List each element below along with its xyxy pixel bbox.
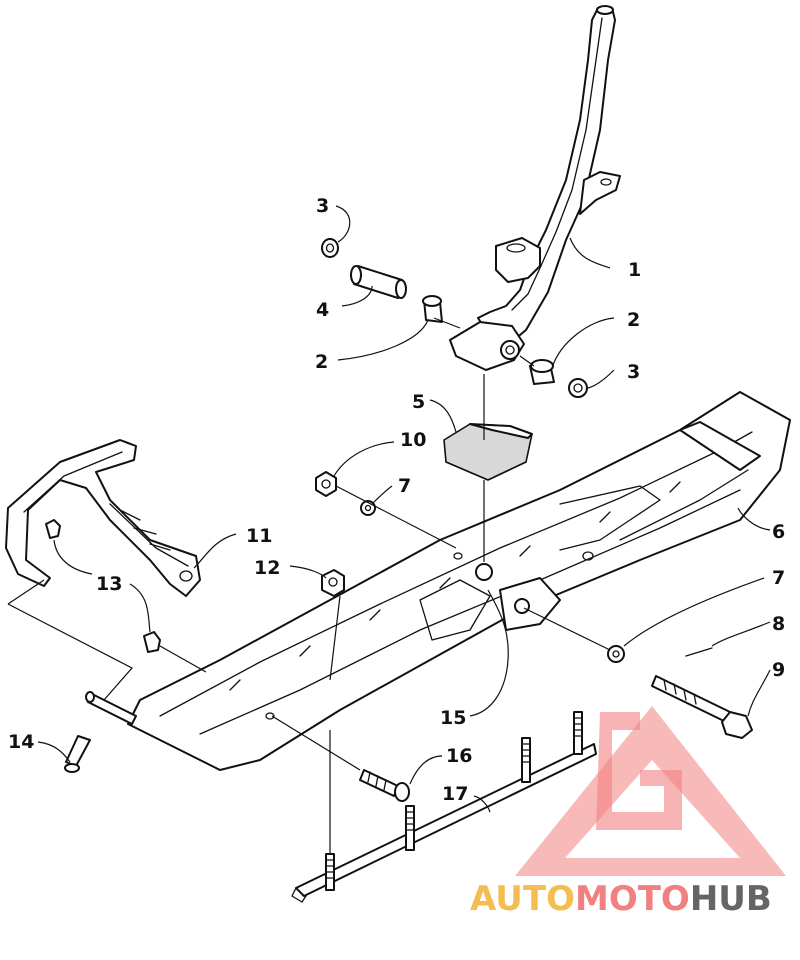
- part-bolt-9: [651, 675, 753, 739]
- watermark-text-hub: HUB: [690, 879, 772, 919]
- watermark-g-shape: [596, 712, 682, 830]
- callout-7-right: 7: [772, 567, 785, 589]
- leader-lines: [7, 205, 771, 854]
- part-wear-bar: [291, 711, 597, 903]
- part-washer-right: [568, 378, 588, 398]
- callout-2-left: 2: [315, 351, 328, 373]
- part-bushing-left: [422, 295, 443, 323]
- callout-6: 6: [772, 521, 785, 543]
- part-front-bolt: [85, 691, 137, 725]
- callout-12: 12: [254, 557, 280, 579]
- callout-2-right: 2: [627, 309, 640, 331]
- callout-14: 14: [8, 731, 34, 753]
- callout-10: 10: [400, 429, 426, 451]
- part-shaft: [350, 265, 407, 299]
- callout-7-left: 7: [398, 475, 411, 497]
- callout-17: 17: [442, 783, 468, 805]
- callout-9: 9: [772, 659, 785, 681]
- part-bumper: [443, 423, 533, 481]
- watermark-logo: [515, 706, 786, 876]
- part-spindle: [449, 5, 621, 371]
- callout-15: 15: [440, 707, 466, 729]
- part-bolt-14: [64, 735, 91, 773]
- callout-5: 5: [412, 391, 425, 413]
- part-nut-13a: [45, 519, 61, 539]
- watermark-text-moto: MOTO: [575, 879, 690, 919]
- callout-8: 8: [772, 613, 785, 635]
- callout-labels: 1 2 2 3 3 4 5 6 7 7 8 9 10 11 12 13 14 1…: [8, 195, 785, 805]
- callout-11: 11: [246, 525, 272, 547]
- part-washer-7b: [607, 645, 625, 663]
- part-nut-10: [315, 471, 337, 497]
- part-pin-8: [685, 647, 713, 657]
- part-bolt-16: [359, 769, 410, 802]
- callout-4: 4: [316, 299, 329, 321]
- watermark-text-auto: AUTO: [470, 879, 575, 919]
- watermark-triangle-inner: [565, 760, 740, 858]
- part-bushing-right: [529, 359, 555, 385]
- callout-16: 16: [446, 745, 472, 767]
- callout-3-left: 3: [316, 195, 329, 217]
- callout-3-right: 3: [627, 361, 640, 383]
- part-washer-left: [321, 238, 339, 258]
- callout-1: 1: [628, 259, 641, 281]
- part-ski-loop: [5, 439, 201, 597]
- watermark-text: AUTOMOTOHUB: [470, 879, 772, 919]
- part-nut-13b: [143, 631, 161, 653]
- callout-13: 13: [96, 573, 122, 595]
- part-nut-12: [321, 569, 345, 597]
